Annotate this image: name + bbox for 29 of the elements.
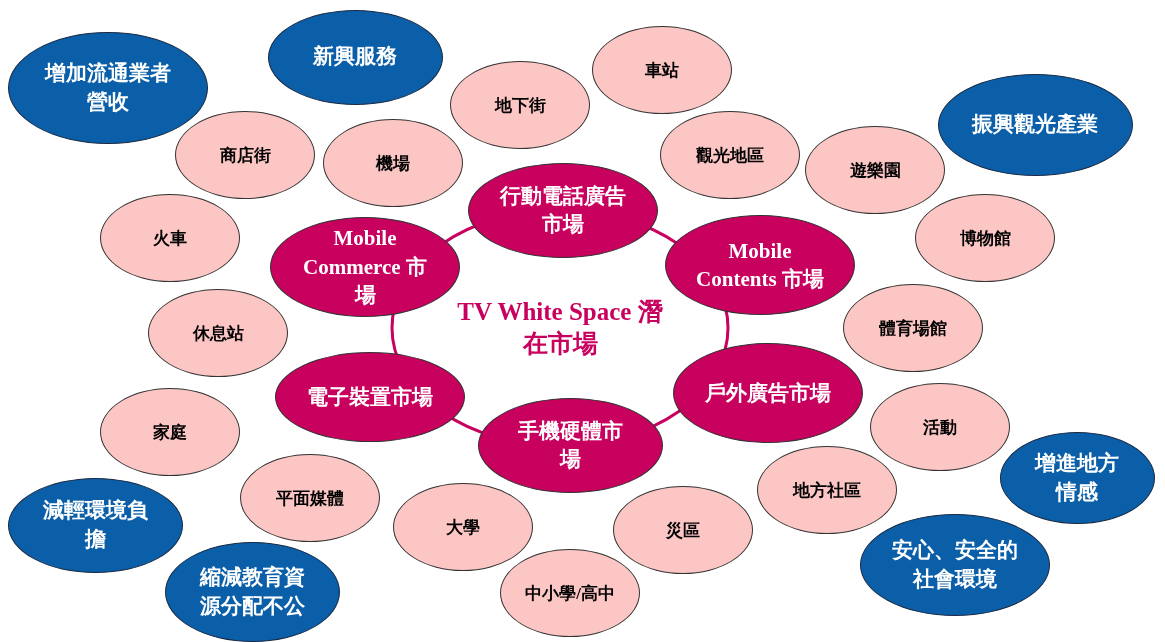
topic-ellipse: 機場: [323, 119, 463, 207]
benefit-ellipse: 增加流通業者營收: [8, 32, 208, 144]
topic-ellipse: 商店街: [175, 111, 315, 199]
topic-ellipse: 休息站: [148, 289, 288, 377]
topic-ellipse: 遊樂園: [805, 126, 945, 214]
benefit-ellipse: 安心、安全的社會環境: [860, 514, 1050, 616]
topic-ellipse: 災區: [613, 486, 753, 574]
benefit-ellipse: 新興服務: [267, 9, 443, 105]
benefit-ellipse: 縮減教育資源分配不公: [164, 542, 340, 642]
topic-ellipse: 大學: [393, 483, 533, 571]
topic-ellipse: 火車: [100, 194, 240, 282]
topic-ellipse: 活動: [870, 383, 1010, 471]
market-ellipse: 手機硬體市場: [477, 397, 663, 493]
topic-ellipse: 中小學/高中: [500, 549, 640, 637]
benefit-ellipse: 增進地方情感: [999, 432, 1155, 524]
topic-ellipse: 觀光地區: [660, 111, 800, 199]
market-ellipse: Mobile Contents 市場: [665, 215, 855, 315]
market-ellipse: 戶外廣告市場: [673, 343, 863, 443]
topic-ellipse: 車站: [592, 26, 732, 114]
topic-ellipse: 地方社區: [757, 446, 897, 534]
market-ellipse: 電子裝置市場: [275, 352, 465, 442]
benefit-ellipse: 減輕環境負擔: [7, 477, 183, 573]
topic-ellipse: 體育場館: [843, 284, 983, 372]
benefit-ellipse: 振興觀光產業: [937, 74, 1133, 176]
topic-ellipse: 地下街: [450, 61, 590, 149]
topic-ellipse: 家庭: [100, 388, 240, 476]
market-ellipse: 行動電話廣告市場: [468, 162, 658, 258]
topic-ellipse: 博物館: [915, 194, 1055, 282]
topic-ellipse: 平面媒體: [240, 454, 380, 542]
